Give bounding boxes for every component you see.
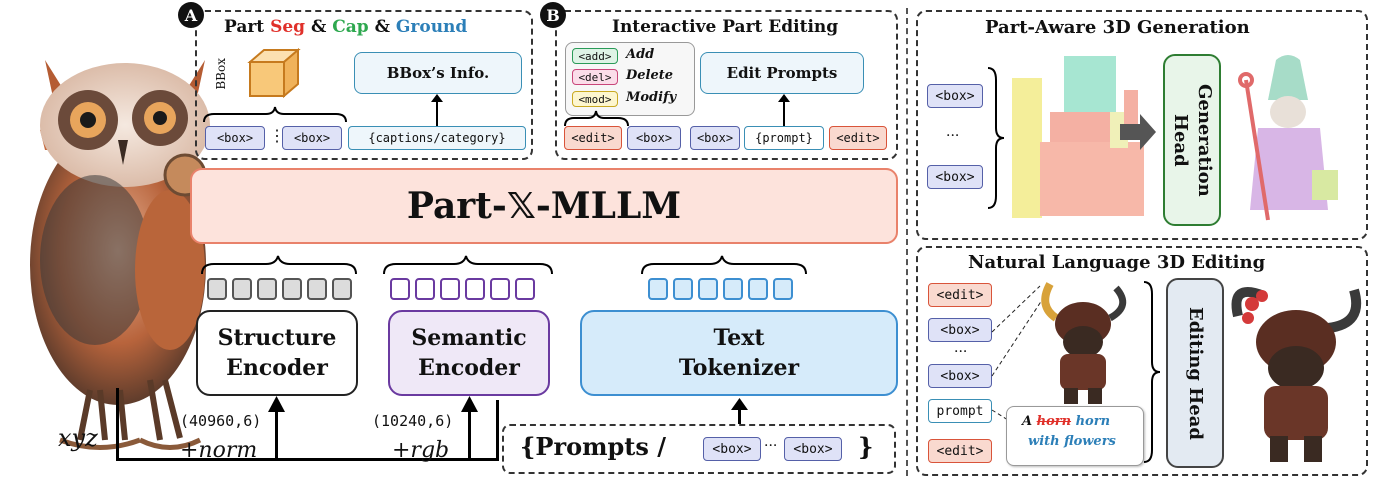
token-box: <box> [927, 165, 983, 189]
dashed-connectors [991, 285, 1043, 421]
token-box: <box> [784, 437, 842, 461]
brace-b [564, 110, 629, 127]
token-box: <box> [690, 126, 740, 150]
generated-3d-character [1238, 55, 1338, 221]
text-token-cell [773, 278, 793, 300]
semantic-encoder: Semantic Encoder [388, 310, 550, 396]
arrow-up [431, 94, 443, 126]
panel-natural-language-3d-editing [916, 246, 1368, 476]
token-prompt: {prompt} [744, 126, 824, 150]
semantic-token-cell [390, 278, 410, 300]
bbox-info-box: BBox’s Info. [354, 52, 522, 94]
input-line [275, 410, 278, 461]
text-tokenizer: Text Tokenizer [580, 310, 898, 396]
panel-a-title: Part Seg & Cap & Ground [224, 17, 468, 37]
part-x-mllm-block: Part-𝕏-MLLM [190, 168, 898, 244]
badge-a: A [178, 2, 204, 28]
semantic-token-cell [465, 278, 485, 300]
norm-label: +norm [180, 438, 258, 463]
panel-part-aware-3d-generation [916, 10, 1368, 240]
structure-token-cell [232, 278, 252, 300]
original-character [1041, 282, 1127, 404]
prompt-bubble-line1: A horn horn [1022, 414, 1111, 429]
edit-prompts-box: Edit Prompts [700, 52, 864, 94]
op-delete-label: Delete [626, 68, 674, 83]
token-captions: {captions/category} [348, 126, 526, 150]
input-line [116, 458, 498, 461]
arrow-up [461, 396, 478, 412]
panel-part-seg-cap-ground [195, 10, 533, 160]
token-box: <box> [282, 126, 342, 150]
token-box: <box> [703, 437, 761, 461]
rgb-label: +rgb [392, 438, 450, 463]
prompts-close: } [858, 432, 874, 461]
structure-encoder: Structure Encoder [196, 310, 358, 396]
bbox-label: BBox [214, 58, 228, 90]
prompt-bubble [1006, 406, 1144, 466]
brace-editing [1143, 281, 1161, 463]
prompts-input-bar [502, 424, 896, 474]
shape-structure: (40960,6) [180, 412, 262, 430]
panel-interactive-part-editing [555, 10, 898, 160]
semantic-token-cell [415, 278, 435, 300]
brace-a [203, 106, 347, 123]
semantic-token-cell [490, 278, 510, 300]
token-edit: <edit> [829, 126, 887, 150]
edited-character [1231, 287, 1362, 462]
token-add: <add> [572, 48, 618, 64]
token-box: <box> [627, 126, 681, 150]
structure-token-cell [207, 278, 227, 300]
op-modify-label: Modify [626, 90, 677, 105]
text-token-cell [648, 278, 668, 300]
token-braces [201, 255, 807, 275]
token-edit: <edit> [928, 283, 992, 307]
text-token-cell [748, 278, 768, 300]
structure-token-cell [282, 278, 302, 300]
input-line [116, 388, 119, 460]
token-box: <box> [927, 84, 983, 108]
structure-token-cell [307, 278, 327, 300]
colon-sep: ⋮ [269, 126, 285, 145]
generation-title: Part-Aware 3D Generation [985, 17, 1250, 38]
prompts-open: {Prompts / [520, 432, 667, 461]
editing-head: Editing Head [1166, 278, 1224, 468]
input-line [496, 400, 499, 461]
panel-b-title: Interactive Part Editing [612, 17, 839, 37]
token-del: <del> [572, 69, 618, 85]
arrow-up [731, 398, 748, 424]
ellipsis: ··· [946, 128, 960, 144]
text-token-cell [673, 278, 693, 300]
prompt-bubble-line2: with flowers [1028, 434, 1116, 449]
token-box: <box> [928, 318, 992, 342]
semantic-token-cell [440, 278, 460, 300]
token-box: <box> [928, 364, 992, 388]
structure-token-cell [332, 278, 352, 300]
editing-title: Natural Language 3D Editing [968, 252, 1266, 273]
token-edit: <edit> [928, 439, 992, 463]
ellipsis: ··· [954, 344, 968, 360]
text-token-cell [723, 278, 743, 300]
generation-head: Generation Head [1163, 54, 1221, 226]
structure-token-cell [257, 278, 277, 300]
input-line [468, 410, 471, 461]
token-prompt: prompt [928, 399, 992, 423]
bbox-cube-icon [247, 47, 301, 99]
xyz-label: xyz [58, 424, 98, 452]
token-edit: <edit> [564, 126, 622, 150]
shape-semantic: (10240,6) [372, 412, 454, 430]
divider [906, 8, 908, 476]
token-mod: <mod> [572, 91, 618, 107]
arrow-right-icon [1120, 114, 1156, 150]
ellipsis: ··· [764, 438, 778, 454]
semantic-token-cell [515, 278, 535, 300]
badge-b: B [540, 2, 566, 28]
arrow-up [778, 94, 790, 126]
brace-generation [987, 67, 1005, 209]
arrow-up [268, 396, 285, 412]
token-box: <box> [205, 126, 265, 150]
op-add-label: Add [626, 47, 655, 62]
text-token-cell [698, 278, 718, 300]
